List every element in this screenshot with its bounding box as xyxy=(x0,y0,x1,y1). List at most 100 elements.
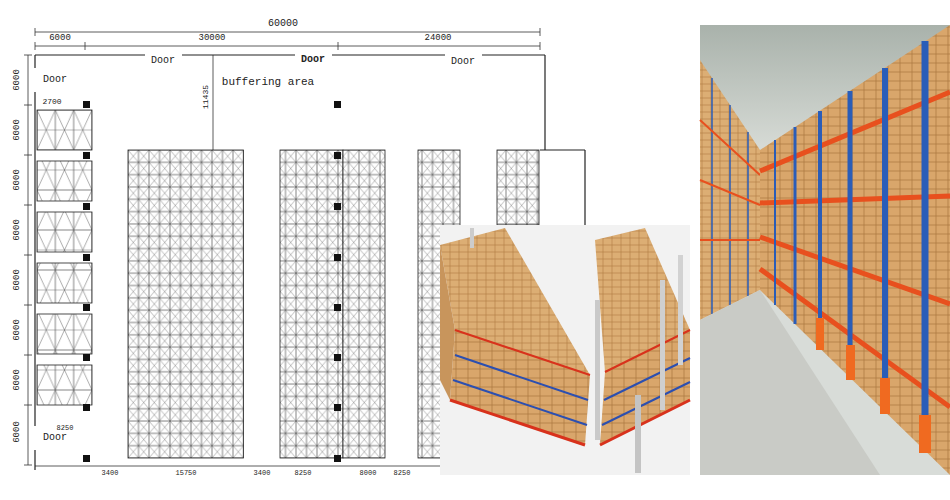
building-pillars-part xyxy=(83,354,90,361)
building-pillars-part xyxy=(83,455,90,462)
dimension-label: 6000 xyxy=(13,218,22,242)
left-racks xyxy=(37,110,92,405)
building-pillars-part xyxy=(334,455,341,462)
rack-render-part xyxy=(600,330,690,445)
dimension-label: 8250 xyxy=(294,470,313,477)
dimension-lines-part xyxy=(24,205,32,206)
warehouse-photo-part xyxy=(816,318,824,350)
dimension-label: 6000 xyxy=(48,34,72,43)
dimension-lines-part xyxy=(24,55,32,56)
drive-in-racks-part xyxy=(280,150,343,458)
dimension-label: 6000 xyxy=(13,118,22,142)
dimension-label: 8000 xyxy=(359,470,378,477)
warehouse-photo-part xyxy=(794,127,797,324)
building-pillars-part xyxy=(334,101,341,108)
rack-render-part xyxy=(595,300,600,440)
left-racks-part xyxy=(37,314,92,354)
area-label: buffering area xyxy=(221,77,315,88)
warehouse-photo-part xyxy=(880,378,890,414)
rack-render-part xyxy=(453,380,587,425)
building-pillars-part xyxy=(334,203,341,210)
dimension-lines-part xyxy=(24,405,32,406)
dimension-label: 8250 xyxy=(393,470,412,477)
left-racks-part xyxy=(37,110,92,150)
building-walls-part xyxy=(35,54,145,55)
rack-render-part xyxy=(455,355,588,400)
dimension-label: 3400 xyxy=(101,470,120,477)
warehouse-photo-part xyxy=(700,60,760,320)
warehouse-photo-part xyxy=(700,180,760,205)
rack-render-part xyxy=(450,400,585,445)
dimension-lines-part xyxy=(85,42,86,50)
warehouse-photo-part xyxy=(700,239,760,241)
warehouse-photo-part xyxy=(846,345,855,380)
warehouse-photo-part xyxy=(711,78,713,314)
dimension-label: 8250 xyxy=(56,425,75,432)
dimension-label: 2700 xyxy=(41,98,62,106)
dimension-label: 6000 xyxy=(13,368,22,392)
rack-render-part xyxy=(455,330,590,375)
dimension-lines-part xyxy=(24,355,32,356)
door-label: Door xyxy=(450,57,476,67)
dimension-label: 6000 xyxy=(13,268,22,292)
dimension-lines-part xyxy=(35,28,36,36)
warehouse-photo xyxy=(700,25,950,475)
building-pillars-part xyxy=(83,203,90,210)
dimension-label: 24000 xyxy=(423,34,452,43)
building-pillars-part xyxy=(83,101,90,108)
warehouse-photo-part xyxy=(747,132,749,296)
rack-render xyxy=(440,225,690,475)
building-walls-part xyxy=(332,54,445,55)
warehouse-photo-part xyxy=(919,415,931,453)
warehouse-photo-part xyxy=(700,120,760,175)
rack-render-part xyxy=(635,395,641,473)
dimension-label: 3400 xyxy=(253,470,272,477)
rack-render-part xyxy=(605,330,690,372)
dimension-lines-part xyxy=(24,255,32,256)
dimension-label: 6000 xyxy=(13,420,22,444)
dimension-label: 6000 xyxy=(13,68,22,92)
building-pillars-part xyxy=(334,152,341,159)
building-walls-part xyxy=(540,149,585,150)
dimension-lines-part xyxy=(24,305,32,306)
rack-render-part xyxy=(450,330,590,445)
dimension-lines-part xyxy=(24,105,32,106)
drive-in-racks-part xyxy=(128,150,244,458)
building-pillars-part xyxy=(334,354,341,361)
dimension-lines-part xyxy=(540,28,541,36)
warehouse-photo-part xyxy=(729,105,731,305)
rack-render-part xyxy=(600,400,690,445)
door-label: Door xyxy=(150,56,176,66)
dimension-label: 30000 xyxy=(197,34,226,43)
building-pillars-part xyxy=(83,152,90,159)
dimension-label: 15750 xyxy=(174,470,197,477)
left-racks-part xyxy=(37,365,92,405)
building-walls-part xyxy=(182,54,295,55)
dimension-lines-part xyxy=(35,46,540,47)
building-walls-part xyxy=(34,55,35,68)
dimension-lines-part xyxy=(540,42,541,50)
warehouse-photo-part xyxy=(760,25,950,475)
building-walls-part xyxy=(544,55,545,150)
drive-in-racks-part xyxy=(497,150,539,225)
dimension-lines-part xyxy=(338,42,339,50)
building-walls-part xyxy=(584,150,585,225)
building-pillars-part xyxy=(83,304,90,311)
rack-render-part xyxy=(440,225,690,475)
warehouse-photo-part xyxy=(774,140,776,305)
warehouse-photo-part xyxy=(818,111,822,348)
rack-render-part xyxy=(604,358,690,400)
dimension-lines-part xyxy=(24,155,32,156)
building-pillars-part xyxy=(334,404,341,411)
rack-render-part xyxy=(678,255,683,365)
rack-render-part xyxy=(660,280,665,410)
warehouse-photo-part xyxy=(700,25,950,475)
building-pillars-part xyxy=(334,254,341,261)
building-walls-part xyxy=(34,450,35,470)
left-racks-part xyxy=(37,263,92,303)
dimension-lines-part xyxy=(24,465,32,466)
dimension-lines-part xyxy=(28,55,29,465)
dimension-label: 6000 xyxy=(13,168,22,192)
